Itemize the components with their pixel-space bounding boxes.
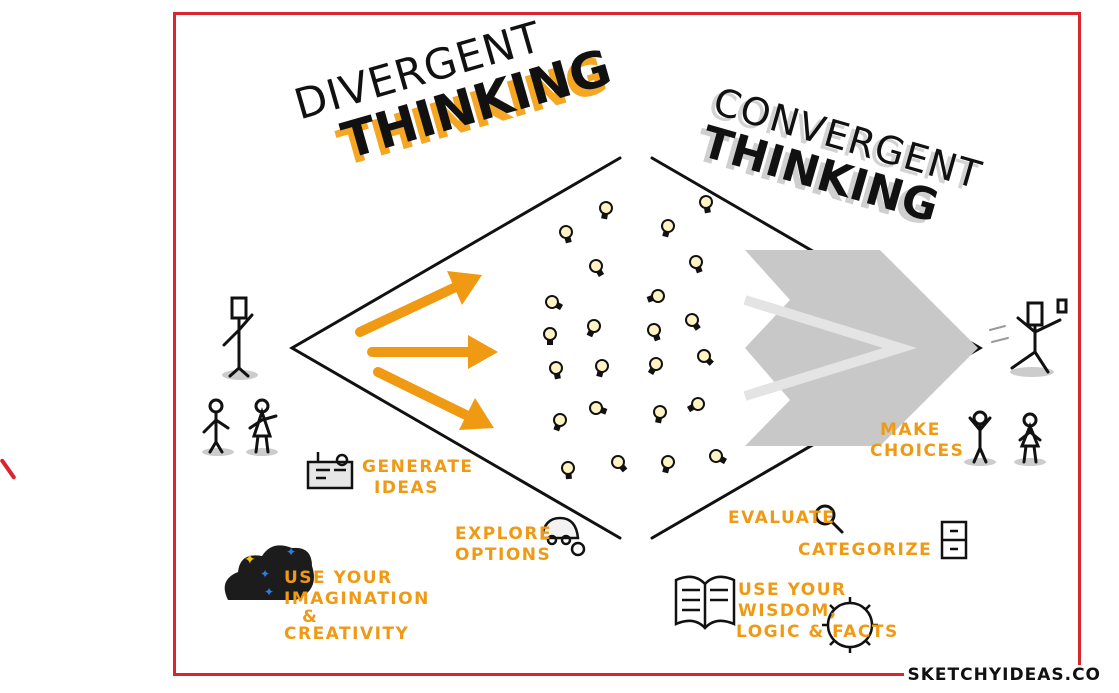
lightbulb-icon — [611, 455, 628, 473]
lightbulb-icon — [589, 401, 608, 415]
label-make-line1: MAKE — [880, 420, 941, 440]
lightbulb-icon — [709, 449, 728, 465]
diamond-shape — [289, 156, 983, 540]
computer-icon — [306, 452, 354, 490]
gear-icon — [822, 597, 878, 653]
label-imagination-line3: & — [302, 607, 319, 627]
lightbulb-icon — [699, 195, 713, 214]
lightbulb-icon — [545, 295, 564, 311]
label-imagination-line2: IMAGINATION — [284, 589, 430, 609]
label-imagination-line4: CREATIVITY — [284, 624, 410, 644]
lightbulb-icon — [549, 361, 563, 380]
svg-text:✦: ✦ — [260, 567, 270, 581]
label-generate-line1: GENERATE — [362, 457, 474, 477]
label-wisdom-line2: WISDOM, — [738, 601, 838, 621]
person-icon — [222, 296, 258, 380]
label-explore-line2: OPTIONS — [455, 545, 552, 565]
lightbulb-icon — [543, 327, 557, 345]
lightbulb-icon — [697, 349, 714, 366]
lightbulb-icon — [661, 455, 675, 474]
lightbulb-icon — [653, 405, 667, 424]
label-categorize: CATEGORIZE — [798, 540, 933, 560]
converge-lines — [650, 156, 983, 540]
svg-text:✦: ✦ — [286, 545, 296, 559]
label-imagination-line1: USE YOUR — [284, 568, 393, 588]
running-person-icon — [989, 298, 1068, 377]
lightbulb-icon — [685, 313, 701, 331]
label-wisdom: USE YOUR WISDOM, LOGIC & FACTS — [736, 580, 899, 643]
book-icon — [674, 575, 736, 630]
lightbulb-icon — [599, 201, 613, 220]
lightbulb-icon — [646, 289, 665, 303]
label-explore-line1: EXPLORE — [455, 524, 553, 544]
lightbulb-icon — [561, 461, 575, 480]
label-generate-line2: IDEAS — [374, 478, 439, 498]
credit-text: SKETCHYIDEAS.CO — [903, 665, 1105, 685]
lightbulb-cluster — [543, 195, 728, 480]
label-imagination: USE YOUR IMAGINATION & CREATIVITY — [284, 568, 430, 645]
label-evaluate: EVALUATE — [728, 508, 836, 528]
svg-text:✦: ✦ — [264, 585, 274, 599]
label-explore-options: EXPLORE OPTIONS — [455, 524, 552, 566]
cabinet-icon — [940, 520, 968, 560]
lightbulb-icon — [647, 323, 661, 342]
two-people-right-icon — [964, 410, 1046, 466]
label-wisdom-line3: LOGIC & FACTS — [736, 622, 899, 642]
lightbulb-icon — [553, 413, 567, 432]
divergent-arrows — [355, 280, 483, 423]
magnifier-icon — [814, 504, 844, 534]
two-people-icon — [202, 398, 278, 456]
explorer-icon — [540, 516, 586, 557]
label-make-choices: MAKE CHOICES — [870, 420, 964, 462]
diverge-lines — [289, 156, 622, 540]
label-make-line2: CHOICES — [870, 441, 965, 461]
convergent-arrow-stripes — [743, 295, 917, 401]
label-generate-ideas: GENERATE IDEAS — [362, 457, 474, 499]
lightbulb-icon — [586, 319, 601, 338]
lightbulb-icon — [661, 219, 675, 238]
lightbulb-icon — [595, 359, 609, 378]
lightbulb-icon — [689, 255, 703, 274]
svg-text:✦: ✦ — [244, 552, 256, 568]
red-frame — [173, 12, 1081, 676]
cloud-icon: ✦ ✦ ✦ ✦ — [224, 545, 314, 600]
lightbulb-icon — [686, 397, 705, 413]
lightbulb-icon — [559, 225, 573, 244]
label-wisdom-line1: USE YOUR — [738, 580, 847, 600]
convergent-arrow — [745, 250, 978, 446]
divergent-arrowheads — [447, 271, 498, 430]
lightbulb-icon — [647, 357, 663, 376]
lightbulb-icon — [589, 259, 605, 278]
